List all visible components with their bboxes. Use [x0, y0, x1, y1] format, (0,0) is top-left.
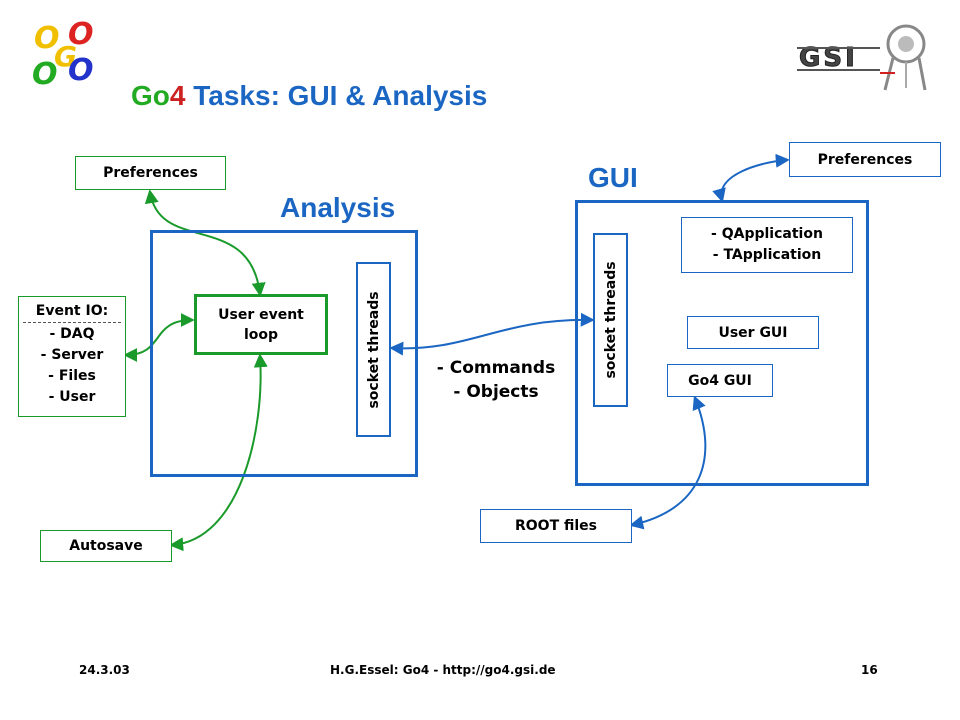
arrow-socket-socket — [389, 312, 595, 356]
title-go: Go — [131, 80, 170, 111]
event-io-divider — [23, 322, 121, 323]
analysis-preferences: Preferences — [75, 156, 226, 190]
footer-page: 16 — [861, 663, 878, 677]
user-event-loop-label: User event loop — [218, 306, 304, 343]
autosave-label: Autosave — [69, 538, 143, 554]
gsi-logo: GSI — [795, 18, 935, 98]
user-gui-box: User GUI — [687, 316, 819, 349]
gui-frame — [575, 200, 869, 486]
arrow-preferences-userloop — [144, 189, 266, 297]
logo-letter-o3: O — [32, 57, 58, 92]
analysis-user-event-loop: User event loop — [194, 294, 328, 355]
gui-preferences-label: Preferences — [817, 151, 913, 168]
event-io-title: Event IO: — [35, 303, 109, 319]
arrow-go4gui-rootfiles — [629, 395, 707, 530]
root-files-box: ROOT files — [480, 509, 632, 543]
logo-letter-o4: O — [68, 53, 94, 88]
commands-label: - Commands — [436, 358, 556, 378]
go4-gui-box: Go4 GUI — [667, 364, 773, 397]
logo-letter-o2: O — [68, 18, 94, 52]
gui-socket-threads: socket threads — [593, 233, 628, 407]
user-gui-label: User GUI — [718, 324, 788, 341]
title-rest: Tasks: GUI & Analysis — [185, 80, 488, 111]
title-4: 4 — [169, 80, 186, 111]
qapplication-label: - QApplication — [711, 226, 823, 242]
logo-letter-g: G — [54, 40, 77, 73]
tapplication-label: - TApplication — [712, 247, 822, 263]
arrow-gui-preferences — [712, 153, 790, 203]
footer-author: H.G.Essel: Go4 - http://go4.gsi.de — [330, 663, 556, 677]
event-io-daq: - DAQ — [49, 326, 95, 342]
analysis-socket-threads-label: socket threads — [365, 290, 382, 409]
event-io-server: - Server — [40, 347, 104, 363]
go4-gui-label: Go4 GUI — [688, 372, 752, 389]
qapplication-box: - QApplication - TApplication — [681, 217, 853, 273]
gui-preferences: Preferences — [789, 142, 941, 177]
commands-objects-text: - Commands - Objects — [428, 356, 564, 404]
gui-label: GUI — [588, 162, 638, 193]
autosave-box: Autosave — [40, 530, 172, 562]
arrow-eventio-userloop — [123, 313, 195, 362]
analysis-frame — [150, 230, 418, 477]
analysis-socket-threads: socket threads — [356, 262, 391, 437]
objects-label: - Objects — [453, 382, 539, 402]
event-io-files: - Files — [48, 368, 96, 384]
go4-logo: O O G O O — [30, 17, 110, 93]
analysis-label: Analysis — [280, 192, 396, 223]
gui-socket-threads-label: socket threads — [602, 261, 619, 379]
analysis-preferences-label: Preferences — [103, 165, 198, 181]
event-io-user: - User — [48, 389, 96, 405]
event-io-box: Event IO: - DAQ - Server - Files - User — [18, 296, 126, 417]
page-title: Go4 Tasks: GUI & Analysis — [131, 80, 487, 112]
footer-date: 24.3.03 — [79, 663, 130, 677]
root-files-label: ROOT files — [514, 518, 597, 534]
logo-letter-o1: O — [34, 21, 60, 56]
